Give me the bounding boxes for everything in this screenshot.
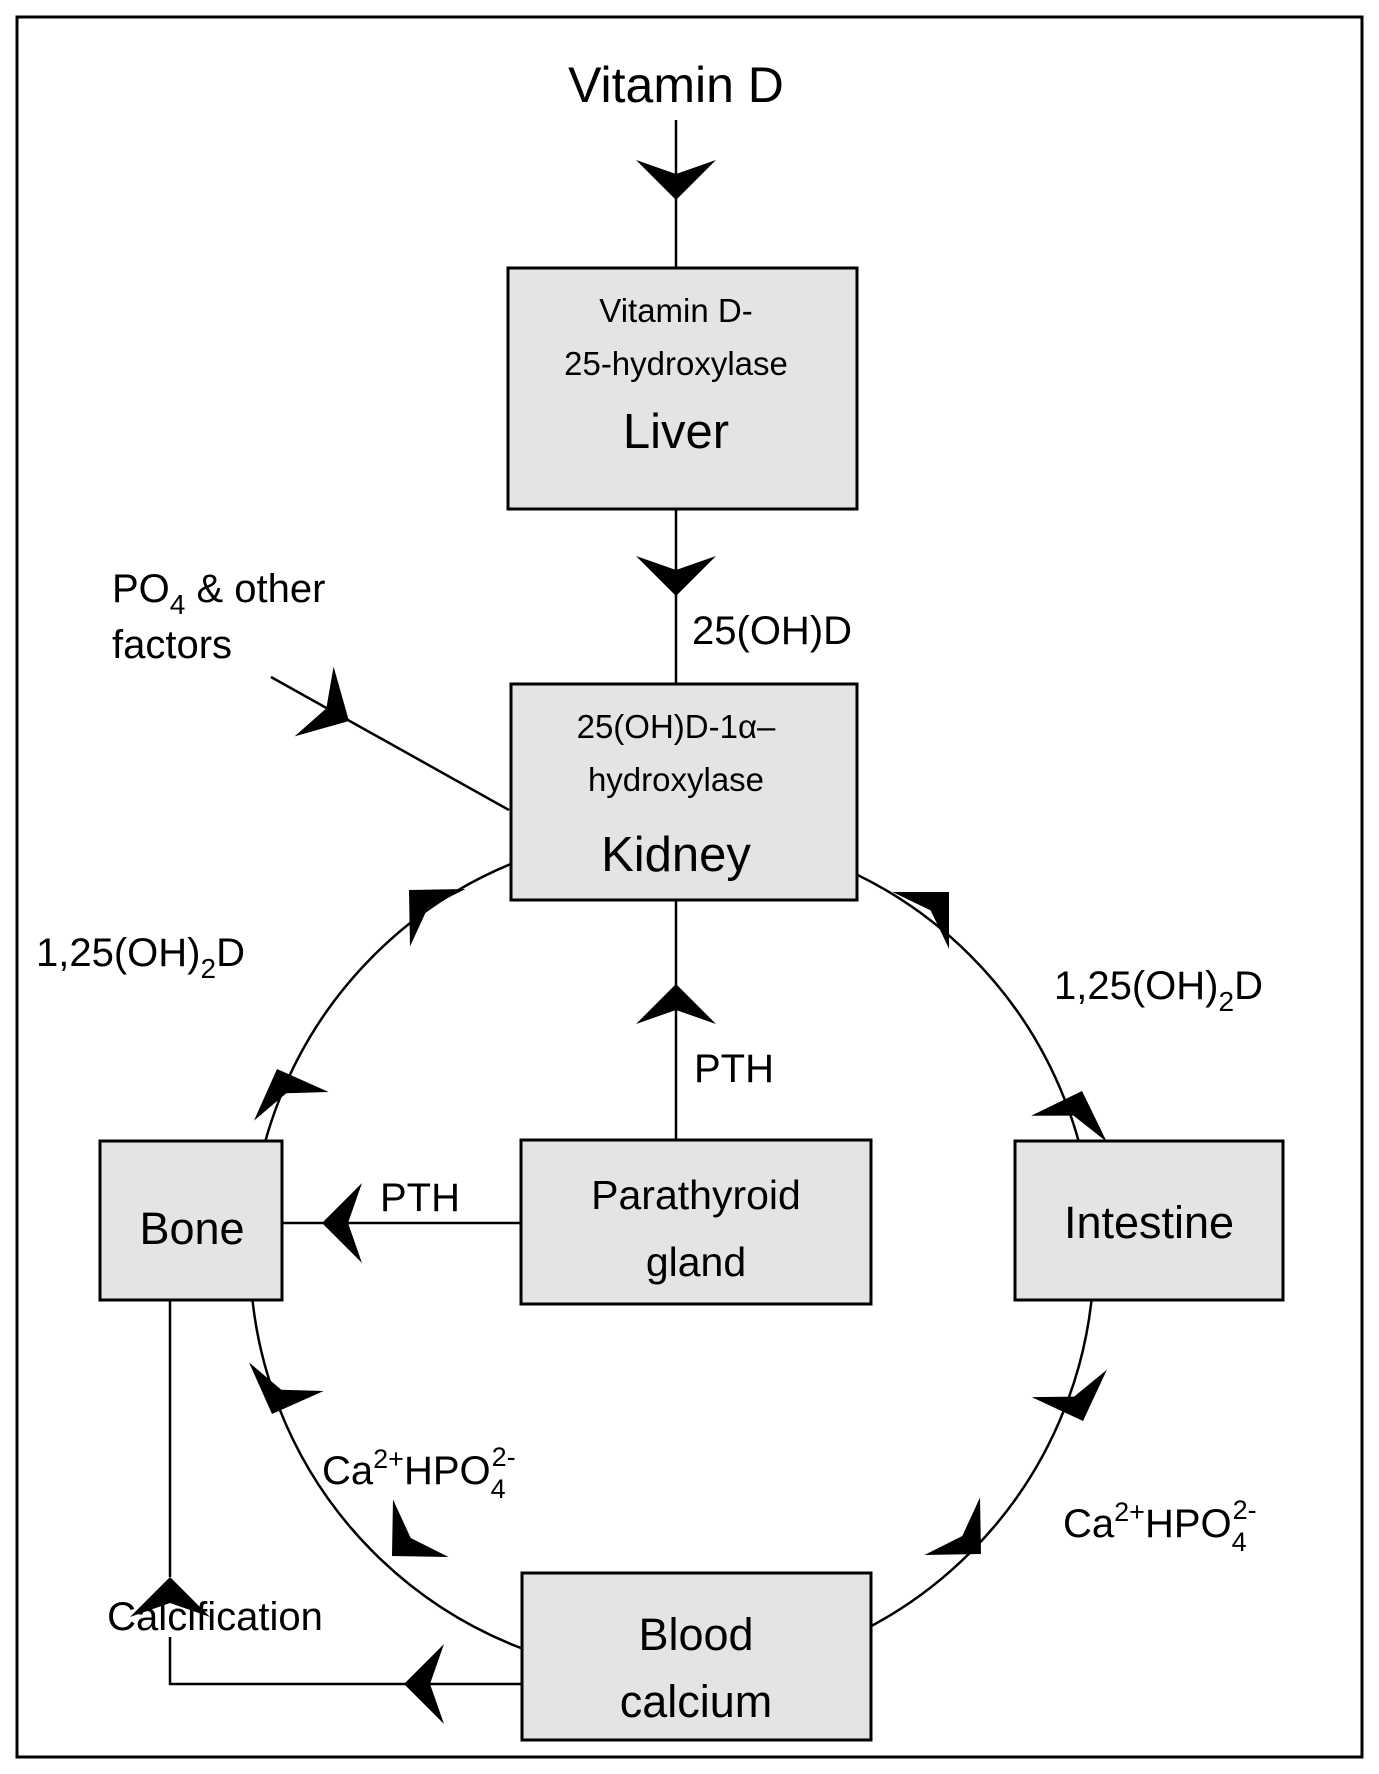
parathyroid-line1: Parathyroid [591,1172,801,1218]
blood-calcium-box [520,1571,873,1742]
dihydroxy-d-left-label: 1,25(OH)2D [36,931,245,984]
diagram-frame [15,15,1364,1759]
po4-label: PO4 & other [112,567,325,620]
calcification-label: Calcification [107,1595,323,1639]
kidney-enzyme-line1: 25(OH)D-1α– [577,708,776,745]
arrow-calcification-up [130,1577,210,1617]
liver-box [506,266,859,511]
parathyroid-box [519,1138,873,1306]
liver-enzyme-line2: 25-hydroxylase [564,345,788,382]
blood-calcium-line2: calcium [620,1676,773,1727]
arrow-pth-up [636,984,716,1024]
liver-enzyme-line1: Vitamin D- [599,292,752,329]
calcium-phosphate-left-label: Ca2+HPO42- [322,1442,516,1504]
arrow-kidney-to-intestine-1 [892,892,949,949]
kidney-box [509,682,859,902]
arrow-kidney-to-bone-2 [253,1069,329,1121]
blood-to-bone-line [168,1637,522,1686]
blood-calcium-line1: Blood [638,1609,753,1660]
calcium-phosphate-right-label: Ca2+HPO42- [1063,1495,1257,1557]
arrow-intestine-to-blood-2 [924,1497,981,1555]
25-oh-d-label: 25(OH)D [692,609,852,653]
arrow-pth-left [322,1183,362,1263]
arrow-liver-down [636,556,716,596]
liver-label: Liver [623,405,729,459]
bone-box [98,1139,284,1302]
kidney-label: Kidney [601,828,751,882]
arrow-kidney-to-intestine-2 [1031,1091,1107,1142]
bone-label: Bone [139,1203,244,1254]
vitamin-d-label: Vitamin D [568,57,784,113]
dihydroxy-d-right-label: 1,25(OH)2D [1054,964,1263,1017]
pth-to-kidney-label: PTH [694,1047,774,1091]
arrow-bone-to-blood-1 [248,1362,324,1414]
arrow-po4-in [294,666,349,737]
intestine-box [1013,1139,1285,1302]
arrow-bone-to-blood-2 [392,1499,449,1557]
arrow-intestine-to-blood-1 [1031,1369,1107,1421]
kidney-enzyme-line2: hydroxylase [588,761,764,798]
factors-label: factors [112,623,232,667]
arrow-vitd-down [636,160,716,200]
po4-to-kidney-line [270,675,510,812]
arrow-blood-to-bone [404,1644,444,1724]
arrow-kidney-to-bone-1 [409,889,466,947]
intestine-label: Intestine [1064,1197,1234,1248]
parathyroid-line2: gland [646,1239,746,1285]
arrowheads [130,160,1107,1724]
pth-to-bone-label: PTH [380,1176,460,1220]
